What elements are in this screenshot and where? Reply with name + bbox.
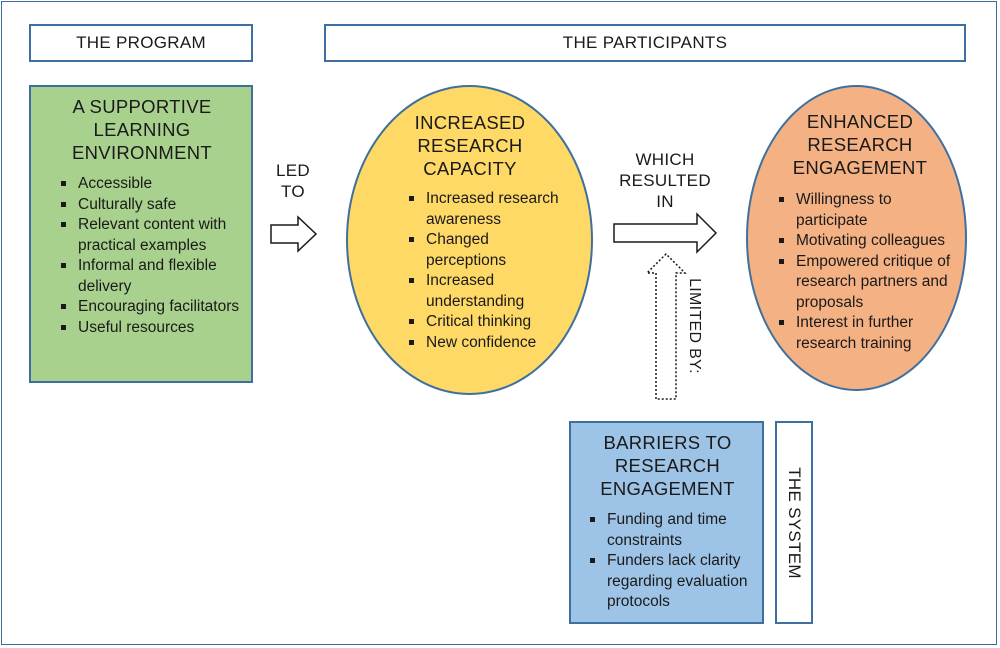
- led-to-label: LED TO: [276, 161, 310, 201]
- capacity-title: INCREASED RESEARCH CAPACITY: [414, 112, 526, 179]
- list-item: Funders lack clarity regarding evaluatio…: [589, 551, 767, 613]
- header-the-program: THE PROGRAM: [29, 24, 253, 62]
- barriers-title: BARRIERS TO RESEARCH ENGAGEMENT: [600, 432, 735, 499]
- list-item: Funding and time constraints: [589, 510, 747, 551]
- list-item: Accessible: [60, 174, 241, 195]
- list-item: Culturally safe: [60, 195, 241, 216]
- list-item: New confidence: [408, 333, 583, 354]
- increased-research-capacity-ellipse: [346, 85, 593, 395]
- led-to-arrow: [270, 215, 318, 253]
- barriers-to-research-engagement-box: BARRIERS TO RESEARCH ENGAGEMENT Funding …: [569, 421, 764, 624]
- limited-by-arrow: [645, 252, 687, 400]
- supportive-learning-environment-box: A SUPPORTIVE LEARNING ENVIRONMENT Access…: [29, 85, 253, 383]
- list-item: Useful resources: [60, 318, 241, 339]
- list-item: Informal and flexible delivery: [60, 256, 241, 297]
- enhanced-research-engagement-content: ENHANCED RESEARCH ENGAGEMENT Willingness…: [776, 110, 964, 354]
- list-item: Interest in further research training: [778, 313, 946, 354]
- resulted-in-arrow: [613, 212, 718, 254]
- program-box-title: A SUPPORTIVE LEARNING ENVIRONMENT: [72, 96, 212, 163]
- barriers-list: Funding and time constraints Funders lac…: [589, 510, 754, 613]
- list-item: Relevant content with practical examples: [60, 215, 241, 256]
- engagement-list: Willingness to participate Motivating co…: [778, 190, 964, 354]
- engagement-title: ENHANCED RESEARCH ENGAGEMENT: [792, 111, 928, 178]
- list-item: Increased research awareness: [408, 189, 583, 230]
- capacity-list: Increased research awareness Changed per…: [408, 189, 583, 353]
- program-box-list: Accessible Culturally safe Relevant cont…: [60, 174, 241, 338]
- header-the-participants: THE PARTICIPANTS: [324, 24, 966, 62]
- list-item: Motivating colleagues: [778, 231, 964, 252]
- list-item: Willingness to participate: [778, 190, 916, 231]
- list-item: Critical thinking: [408, 312, 583, 333]
- list-item: Empowered critique of research partners …: [778, 252, 964, 314]
- which-resulted-in-label: WHICH RESULTED IN: [619, 150, 711, 211]
- list-item: Increased understanding: [408, 271, 566, 312]
- list-item: Encouraging facilitators: [60, 297, 241, 318]
- header-the-system: THE SYSTEM: [775, 421, 813, 624]
- list-item: Changed perceptions: [408, 230, 536, 271]
- increased-research-capacity-content: INCREASED RESEARCH CAPACITY Increased re…: [400, 111, 590, 353]
